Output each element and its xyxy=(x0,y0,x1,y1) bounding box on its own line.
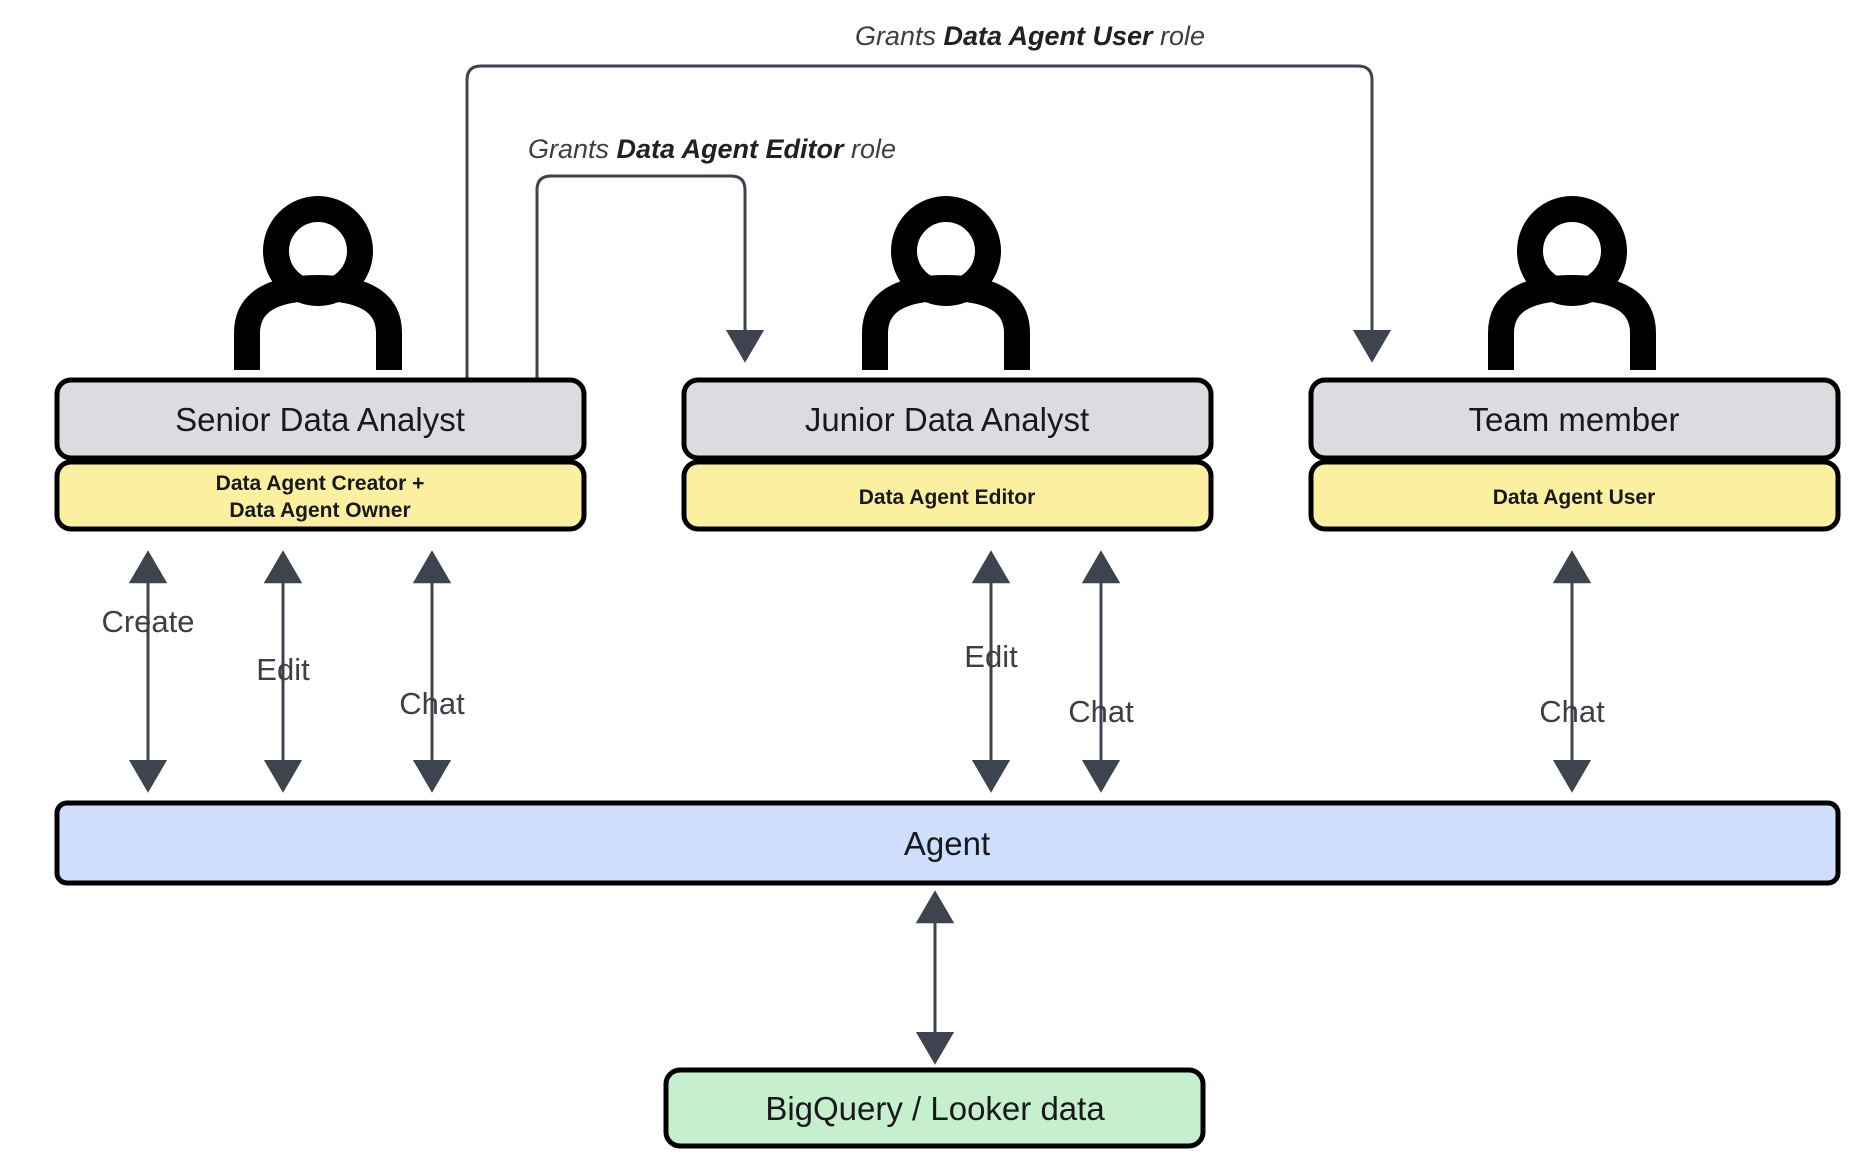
flow-label-edit-junior: Edit xyxy=(964,639,1018,674)
connector-grants-data-agent-editor: Grants Data Agent Editor role xyxy=(528,134,896,378)
person-icon xyxy=(1488,196,1656,370)
role-line-senior-1: Data Agent Creator + xyxy=(216,472,425,495)
connector-label-grants-user: Grants Data Agent User role xyxy=(855,21,1205,51)
role-box-team[interactable] xyxy=(1308,459,1841,532)
connector-line-grants-user xyxy=(465,64,1392,378)
flow-arrows-senior: Create Edit Chat xyxy=(101,550,465,793)
agent-bar-label: Agent xyxy=(904,825,990,862)
role-line-junior-1: Data Agent Editor xyxy=(859,486,1036,509)
flow-arrows-team: Chat xyxy=(1539,550,1605,793)
flow-label-create: Create xyxy=(101,604,194,639)
flow-arrows-junior: Edit Chat xyxy=(964,550,1134,793)
agent-bar-box[interactable] xyxy=(54,800,1841,886)
agent-bar[interactable]: Agent xyxy=(54,800,1841,886)
role-line-senior-2: Data Agent Owner xyxy=(229,499,410,522)
data-source-rect[interactable] xyxy=(663,1067,1206,1149)
actor-team-member[interactable]: Team member Data Agent User xyxy=(1308,196,1841,532)
role-box-junior[interactable] xyxy=(681,459,1214,532)
flow-label-chat-senior: Chat xyxy=(399,686,465,721)
data-source-label: BigQuery / Looker data xyxy=(765,1090,1105,1127)
person-icon xyxy=(234,196,402,370)
actor-title-box-team[interactable] xyxy=(1308,377,1841,461)
actor-title-team: Team member xyxy=(1469,401,1680,438)
connector-grants-data-agent-user: Grants Data Agent User role xyxy=(465,21,1392,378)
role-line-team-1: Data Agent User xyxy=(1493,486,1656,509)
actor-title-box-senior[interactable] xyxy=(54,377,587,461)
flow-label-chat-junior: Chat xyxy=(1068,694,1134,729)
actor-title-box-junior[interactable] xyxy=(681,377,1214,461)
actor-junior-data-analyst[interactable]: Junior Data Analyst Data Agent Editor xyxy=(681,196,1214,532)
actor-senior-data-analyst[interactable]: Senior Data Analyst Data Agent Creator +… xyxy=(54,196,587,532)
actor-title-junior: Junior Data Analyst xyxy=(805,401,1089,438)
connector-line-grants-editor xyxy=(535,174,765,378)
actor-title-senior: Senior Data Analyst xyxy=(175,401,465,438)
flow-label-chat-team: Chat xyxy=(1539,694,1605,729)
role-box-senior[interactable] xyxy=(54,459,587,532)
connector-label-grants-editor: Grants Data Agent Editor role xyxy=(528,134,896,164)
flow-label-edit-senior: Edit xyxy=(256,652,310,687)
person-icon xyxy=(862,196,1030,370)
data-source-box[interactable]: BigQuery / Looker data xyxy=(663,1067,1206,1149)
